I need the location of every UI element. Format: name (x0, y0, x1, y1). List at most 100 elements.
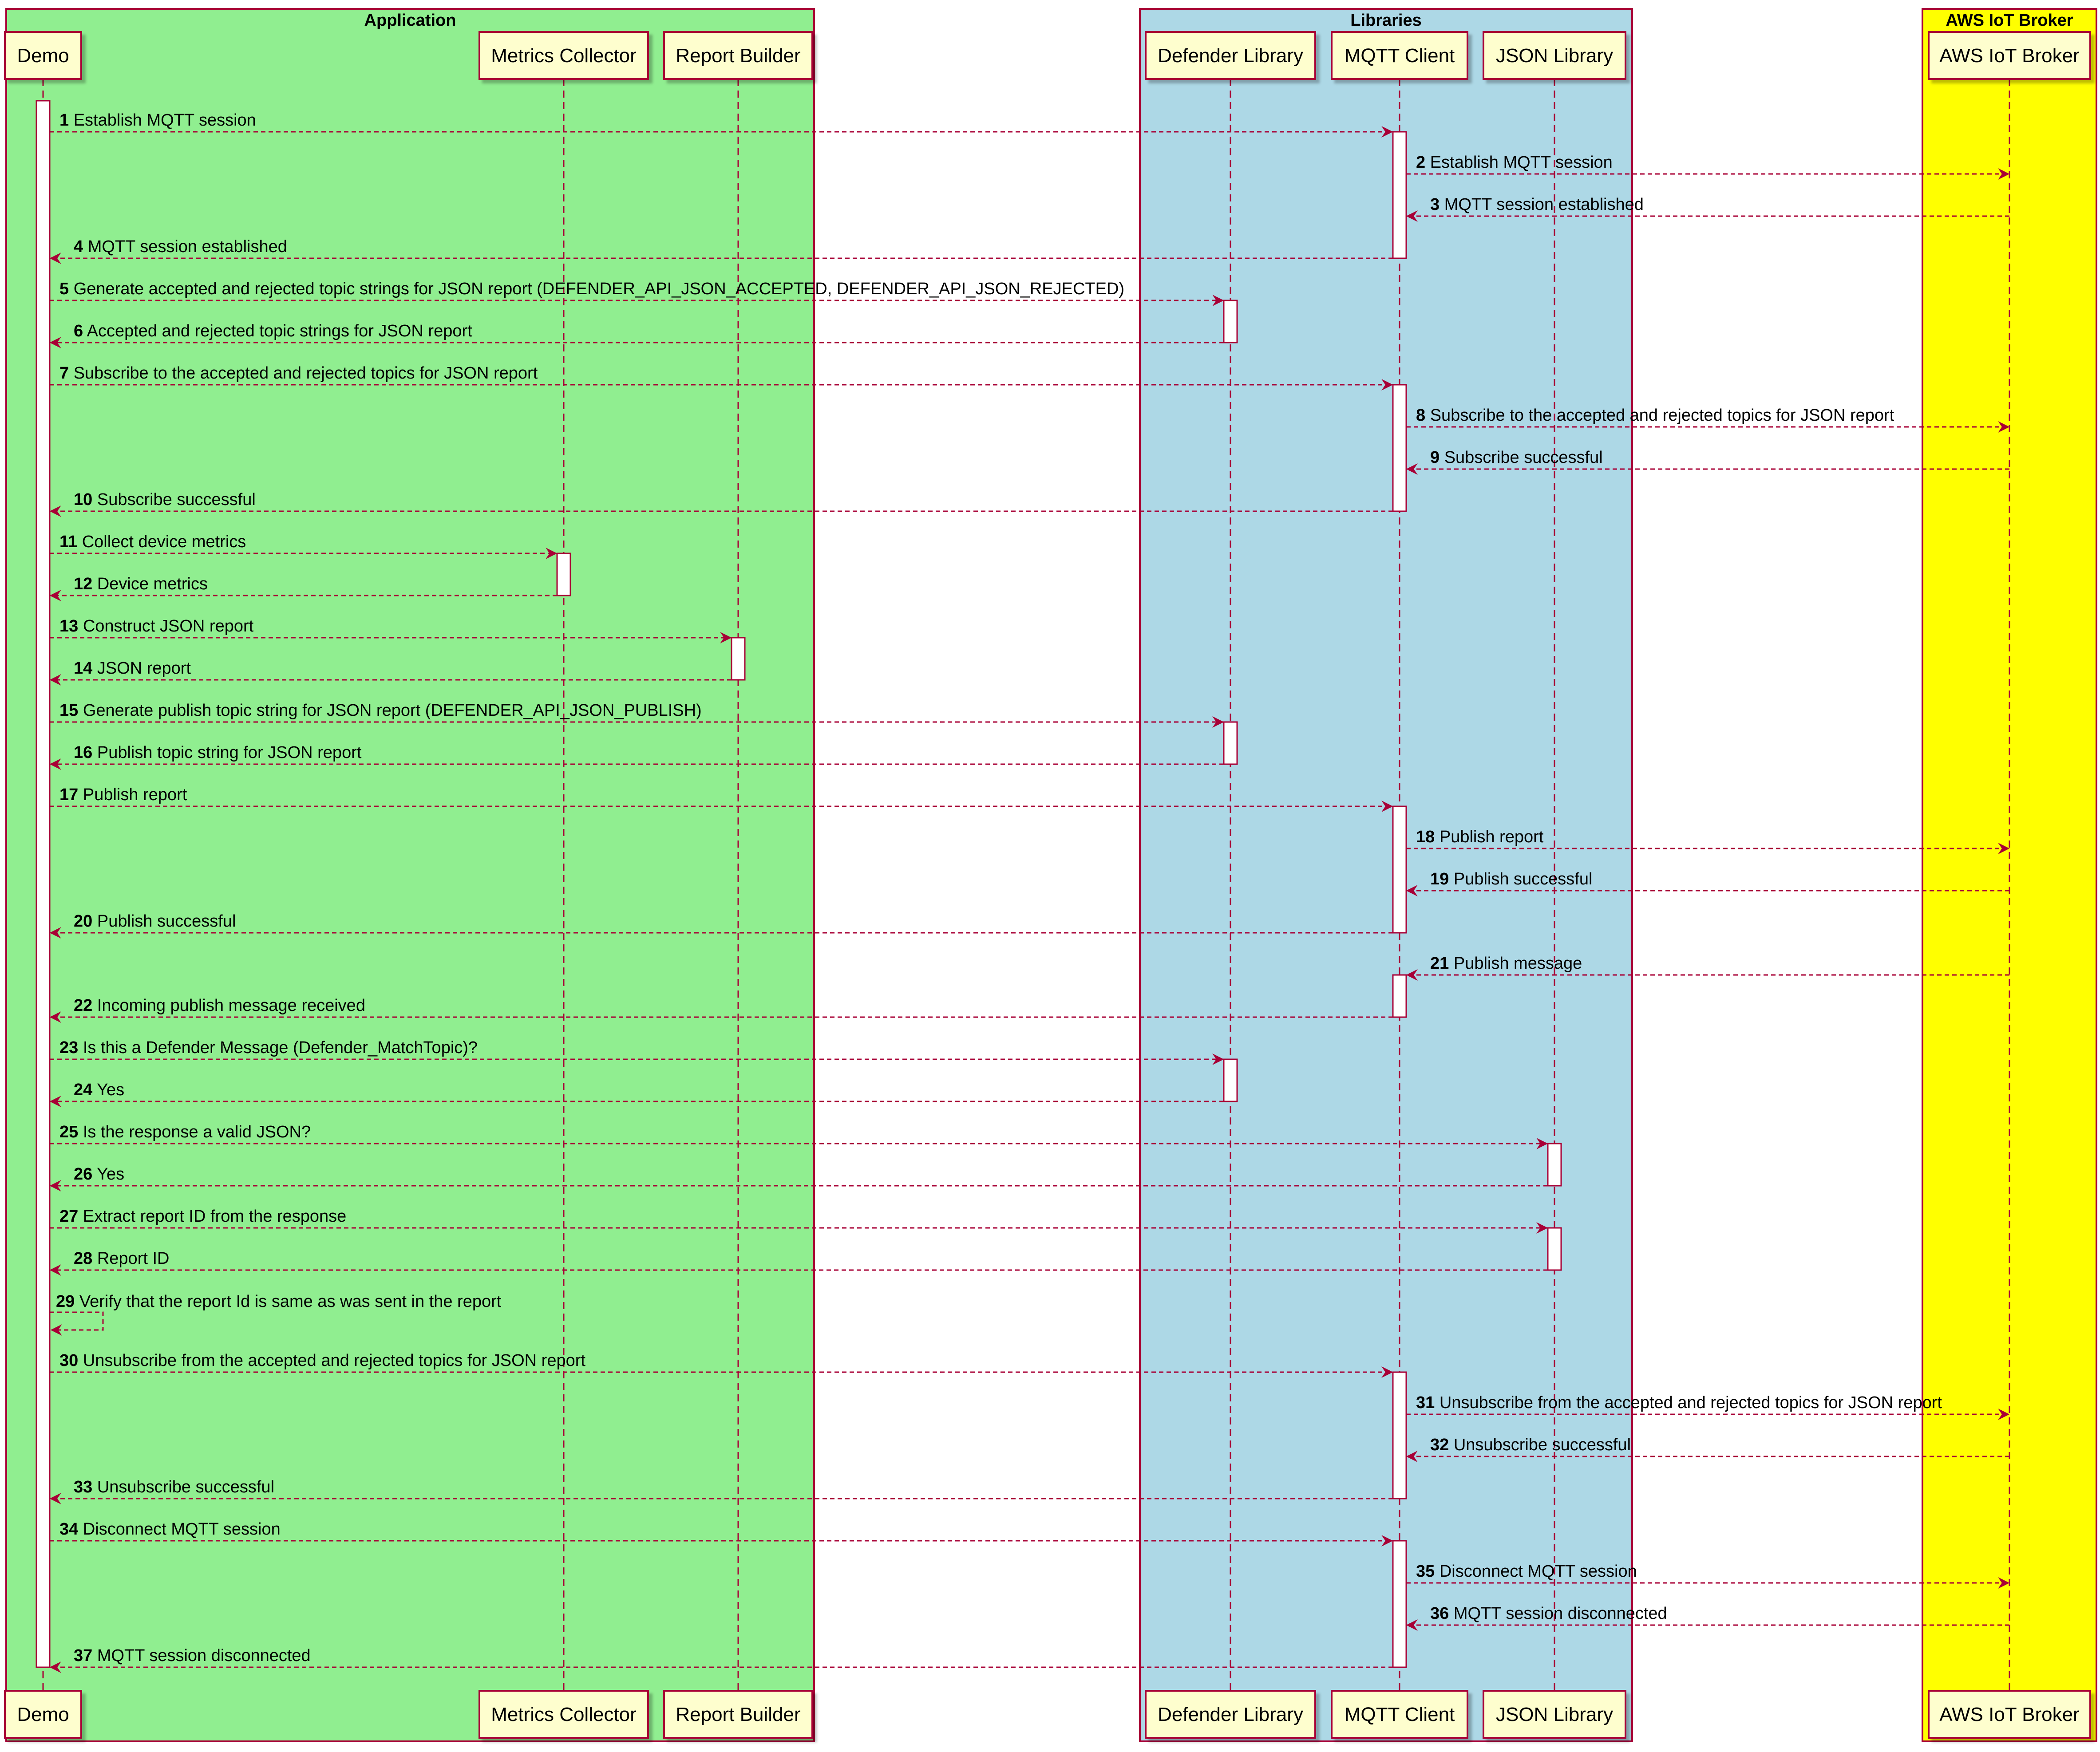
participant-box (4, 1690, 82, 1739)
participant-box (1928, 1690, 2091, 1739)
message-1: 1 Establish MQTT session (50, 111, 1393, 138)
message-number: 3 (1430, 195, 1440, 214)
message-label: 4 MQTT session established (74, 237, 287, 256)
message-14: 14 JSON report (49, 659, 732, 686)
participant-label: Defender Library (1158, 45, 1303, 67)
message-text: Report ID (97, 1249, 170, 1268)
message-text: Unsubscribe from the accepted and reject… (1440, 1393, 1942, 1412)
message-33: 33 Unsubscribe successful (49, 1478, 1393, 1504)
activation-bar-json (1547, 1143, 1562, 1187)
message-text: Unsubscribe successful (97, 1478, 274, 1496)
participant-label: MQTT Client (1345, 45, 1455, 67)
activation-bar-mqtt (1392, 974, 1407, 1018)
message-number: 9 (1430, 448, 1440, 467)
message-text: Unsubscribe successful (1454, 1436, 1631, 1454)
participant-box (663, 1690, 813, 1739)
participant-json-library-top: JSON Library (1483, 31, 1626, 80)
participant-box (479, 31, 649, 80)
activation-bar-mqtt (1392, 1540, 1407, 1668)
activation-bar-mqtt (1392, 1371, 1407, 1499)
message-number: 14 (74, 659, 92, 678)
message-label: 8 Subscribe to the accepted and rejected… (1416, 406, 1894, 425)
message-text: MQTT session disconnected (97, 1646, 311, 1665)
message-9: 9 Subscribe successful (1406, 448, 2009, 475)
message-number: 31 (1416, 1393, 1435, 1412)
message-label: 16 Publish topic string for JSON report (74, 743, 362, 762)
message-17: 17 Publish report (50, 785, 1393, 812)
message-26: 26 Yes (49, 1165, 1548, 1192)
message-10: 10 Subscribe successful (49, 490, 1393, 517)
message-18: 18 Publish report (1406, 828, 2010, 854)
message-number: 19 (1430, 870, 1449, 888)
message-2: 2 Establish MQTT session (1406, 153, 2010, 180)
message-arrow (50, 1311, 104, 1336)
group-box (5, 8, 815, 1742)
message-number: 16 (74, 743, 92, 762)
message-label: 5 Generate accepted and rejected topic s… (59, 280, 1124, 298)
participant-box (1331, 1690, 1468, 1739)
message-label: 14 JSON report (74, 659, 191, 678)
message-number: 28 (74, 1249, 92, 1268)
message-16: 16 Publish topic string for JSON report (49, 743, 1224, 770)
message-label: 30 Unsubscribe from the accepted and rej… (59, 1351, 585, 1370)
message-text: Disconnect MQTT session (83, 1520, 281, 1539)
message-19: 19 Publish successful (1406, 870, 2009, 896)
activation-bar-demo (36, 100, 51, 1668)
message-text: Generate publish topic string for JSON r… (83, 701, 702, 720)
message-number: 10 (74, 490, 92, 509)
message-label: 33 Unsubscribe successful (74, 1478, 274, 1496)
message-label: 2 Establish MQTT session (1416, 153, 1613, 172)
message-text: Publish report (1440, 828, 1544, 846)
message-label: 12 Device metrics (74, 575, 208, 593)
message-text: Subscribe to the accepted and rejected t… (74, 364, 538, 383)
participant-box (1331, 31, 1468, 80)
activation-bar-report (731, 637, 746, 681)
message-text: Construct JSON report (83, 617, 254, 635)
message-number: 21 (1430, 954, 1449, 973)
message-15: 15 Generate publish topic string for JSO… (50, 701, 1224, 728)
message-number: 5 (59, 280, 69, 298)
participant-json-library-bottom: JSON Library (1483, 1690, 1626, 1739)
message-label: 24 Yes (74, 1081, 124, 1099)
message-label: 28 Report ID (74, 1249, 169, 1268)
message-number: 20 (74, 912, 92, 931)
message-text: MQTT session established (88, 237, 287, 256)
participant-label: Report Builder (676, 45, 800, 67)
message-30: 30 Unsubscribe from the accepted and rej… (50, 1351, 1393, 1378)
message-label: 6 Accepted and rejected topic strings fo… (74, 322, 472, 340)
message-4: 4 MQTT session established (49, 237, 1393, 264)
message-text: Subscribe to the accepted and rejected t… (1430, 406, 1894, 425)
participant-label: Defender Library (1158, 1704, 1303, 1725)
message-text: Generate accepted and rejected topic str… (74, 280, 1124, 298)
message-36: 36 MQTT session disconnected (1406, 1604, 2009, 1631)
message-24: 24 Yes (49, 1081, 1224, 1107)
participant-report-builder-bottom: Report Builder (663, 1690, 813, 1739)
message-text: Unsubscribe from the accepted and reject… (83, 1351, 586, 1370)
message-label: 20 Publish successful (74, 912, 236, 931)
message-number: 30 (59, 1351, 78, 1370)
participant-label: Metrics Collector (491, 45, 637, 67)
message-label: 7 Subscribe to the accepted and rejected… (59, 364, 538, 383)
message-label: 34 Disconnect MQTT session (59, 1520, 281, 1539)
activation-bar-defender (1223, 721, 1238, 765)
message-label: 32 Unsubscribe successful (1430, 1436, 1631, 1454)
message-text: Establish MQTT session (1430, 153, 1613, 172)
participant-metrics-collector-top: Metrics Collector (479, 31, 649, 80)
message-label: 9 Subscribe successful (1430, 448, 1603, 467)
message-25: 25 Is the response a valid JSON? (50, 1123, 1548, 1149)
message-text: Subscribe successful (1444, 448, 1603, 467)
message-label: 10 Subscribe successful (74, 490, 256, 509)
message-number: 1 (59, 111, 69, 130)
message-label: 21 Publish message (1430, 954, 1582, 973)
message-text: Establish MQTT session (74, 111, 256, 130)
message-text: Device metrics (97, 575, 208, 593)
activation-bar-mqtt (1392, 805, 1407, 934)
message-label: 27 Extract report ID from the response (59, 1207, 346, 1226)
message-number: 2 (1416, 153, 1425, 172)
message-label: 19 Publish successful (1430, 870, 1592, 888)
participant-label: AWS IoT Broker (1939, 45, 2079, 67)
message-31: 31 Unsubscribe from the accepted and rej… (1406, 1393, 2010, 1420)
activation-bar-mqtt (1392, 131, 1407, 259)
message-27: 27 Extract report ID from the response (50, 1207, 1548, 1234)
message-text: MQTT session disconnected (1454, 1604, 1667, 1623)
